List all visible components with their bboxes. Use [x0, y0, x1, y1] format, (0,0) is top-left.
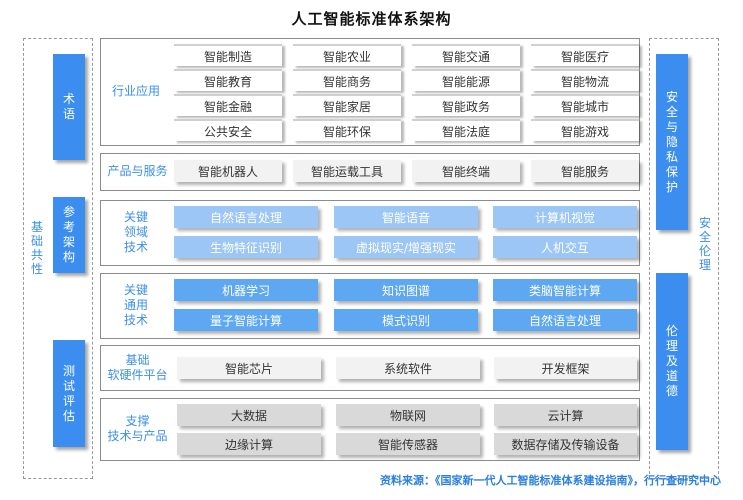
- domain-tech-item: 生物特征识别: [174, 236, 318, 258]
- domain-tech-item: 智能语音: [334, 206, 478, 228]
- domain-tech-item: 自然语言处理: [174, 206, 318, 228]
- bar-terminology-label: 术语: [62, 92, 75, 121]
- general-tech-item: 知识图谱: [334, 279, 478, 301]
- general-tech-item: 机器学习: [174, 279, 318, 301]
- support-item: 边缘计算: [177, 433, 321, 455]
- bar-terminology: 术语: [53, 54, 85, 160]
- section-key-general-tech: 关键通用技术 机器学习 知识图谱 类脑智能计算 量子智能计算 模式识别 自然语言…: [100, 273, 640, 339]
- general-tech-item: 自然语言处理: [493, 309, 637, 331]
- support-item: 智能传感器: [336, 433, 480, 455]
- diagram-title: 人工智能标准体系架构: [291, 10, 452, 28]
- industry-item: 智能商务: [293, 69, 401, 91]
- domain-tech-item: 计算机视觉: [493, 206, 637, 228]
- platform-item: 开发框架: [494, 357, 637, 379]
- platform-item: 智能芯片: [177, 357, 321, 379]
- product-item: 智能服务: [531, 160, 639, 182]
- bar-security-privacy: 安全与隐私保护: [656, 54, 688, 230]
- industry-item: 智能物流: [531, 69, 639, 91]
- left-panel-label: 基础共性: [30, 220, 43, 276]
- industry-item: 智能家居: [293, 94, 401, 116]
- domain-tech-item: 人机交互: [493, 236, 637, 258]
- general-tech-item: 模式识别: [334, 309, 478, 331]
- section-label: 支撑 技术与产品: [101, 399, 174, 459]
- section-label-line1: 基础: [125, 352, 150, 367]
- support-item: 物联网: [336, 404, 480, 426]
- industry-item: 智能教育: [174, 69, 282, 91]
- section-label: 基础 软硬件平台: [101, 346, 174, 389]
- section-support-tech-products: 支撑 技术与产品 大数据 物联网 云计算 边缘计算 智能传感器 数据存储及传输设…: [100, 398, 640, 461]
- industry-item: 智能农业: [293, 44, 401, 66]
- section-label: 关键通用技术: [123, 283, 148, 327]
- bar-security-privacy-label: 安全与隐私保护: [665, 89, 678, 194]
- source-note: 资料来源：《国家新一代人工智能标准体系建设指南》，行行查研究中心: [380, 474, 721, 487]
- industry-item: 智能城市: [531, 94, 639, 116]
- support-item: 云计算: [494, 404, 637, 426]
- industry-item: 智能政务: [412, 94, 520, 116]
- bar-ethics-morality-label: 伦理及道德: [665, 324, 678, 398]
- general-tech-item: 量子智能计算: [174, 309, 318, 331]
- general-tech-item: 类脑智能计算: [493, 279, 637, 301]
- right-panel-label: 安全伦理: [698, 216, 711, 272]
- section-key-domain-tech: 关键领域技术 自然语言处理 智能语音 计算机视觉 生物特征识别 虚拟现实/增强现…: [100, 200, 640, 266]
- support-item: 大数据: [177, 404, 321, 426]
- industry-item: 智能环保: [293, 119, 401, 141]
- section-label: 产品与服务: [107, 164, 168, 178]
- industry-item: 智能医疗: [531, 44, 639, 66]
- section-basic-platform: 基础 软硬件平台 智能芯片 系统软件 开发框架: [100, 345, 640, 391]
- product-item: 智能终端: [412, 160, 520, 182]
- bar-testing-evaluation: 测试评估: [53, 340, 85, 447]
- domain-tech-item: 虚拟现实/增强现实: [334, 236, 478, 258]
- industry-item: 智能金融: [174, 94, 282, 116]
- bar-testing-evaluation-label: 测试评估: [62, 363, 75, 423]
- section-label-line2: 技术与产品: [107, 429, 168, 443]
- industry-item: 智能法庭: [412, 119, 520, 141]
- section-label-line1: 支撑: [125, 414, 150, 428]
- bar-reference-architecture-label: 参考架构: [62, 205, 75, 264]
- industry-item: 公共安全: [174, 119, 282, 141]
- product-item: 智能运载工具: [293, 160, 401, 182]
- section-label: 关键领域技术: [123, 210, 148, 254]
- bar-reference-architecture: 参考架构: [53, 197, 85, 273]
- bar-ethics-morality: 伦理及道德: [656, 273, 688, 450]
- industry-item: 智能能源: [412, 69, 520, 91]
- industry-item: 智能交通: [412, 44, 520, 66]
- product-item: 智能机器人: [174, 160, 282, 182]
- industry-item: 智能游戏: [531, 119, 639, 141]
- platform-item: 系统软件: [336, 357, 480, 379]
- industry-item: 智能制造: [174, 44, 282, 66]
- section-industry-applications: 行业应用 智能制造 智能农业 智能交通 智能医疗 智能教育 智能商务 智能能源 …: [100, 38, 640, 146]
- section-label-line2: 软硬件平台: [107, 367, 168, 382]
- section-products-services: 产品与服务 智能机器人 智能运载工具 智能终端 智能服务: [100, 153, 640, 191]
- support-item: 数据存储及传输设备: [494, 433, 637, 455]
- section-label: 行业应用: [111, 84, 160, 98]
